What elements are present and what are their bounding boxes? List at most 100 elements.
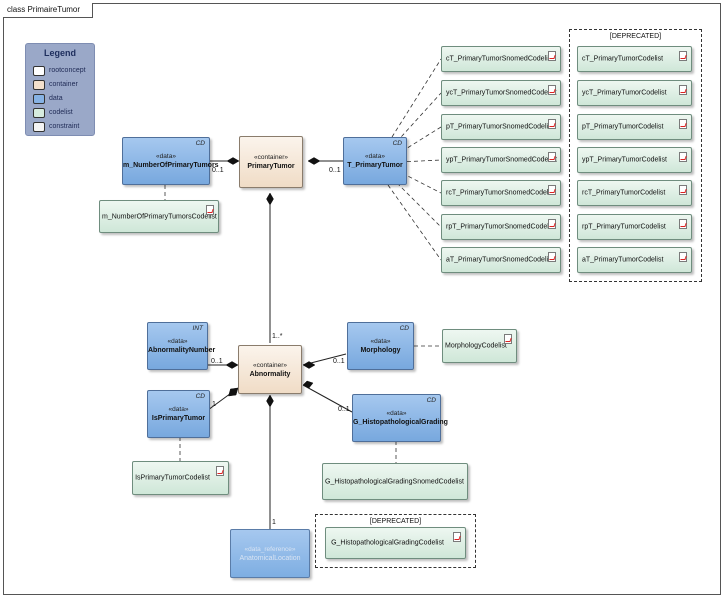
class-morphology[interactable]: CD «data»Morphology: [347, 322, 414, 370]
codelist-name: aT_PrimaryTumorSnomedCodelist: [446, 256, 554, 264]
deprecated-codelist-item[interactable]: ypT_PrimaryTumorCodelist: [577, 147, 692, 173]
codelist-name: G_HistopathologicalGradingSnomedCodelist: [325, 478, 464, 485]
codelist-snomed-item[interactable]: pT_PrimaryTumorSnomedCodelist: [441, 114, 561, 140]
class-name: T_PrimaryTumor: [347, 162, 403, 169]
codelist-name: cT_PrimaryTumorSnomedCodelist: [446, 55, 554, 63]
class-name: m_NumberOfPrimaryTumors: [123, 162, 219, 169]
codelist-morphology[interactable]: MorphologyCodelist: [442, 329, 517, 363]
deprecated-codelist-item[interactable]: rcT_PrimaryTumorCodelist: [577, 180, 692, 206]
document-icon: [679, 51, 687, 61]
codelist-is-primary-tumor[interactable]: IsPrimaryTumorCodelist: [132, 461, 229, 495]
document-icon: [679, 85, 687, 95]
document-icon: [548, 85, 556, 95]
legend: Legend rootconcept container data codeli…: [25, 43, 95, 136]
class-t-primary-tumor[interactable]: CD «data» T_PrimaryTumor: [343, 137, 407, 185]
deprecated-codelist-item[interactable]: ycT_PrimaryTumorCodelist: [577, 80, 692, 106]
codelist-name: rpT_PrimaryTumorSnomedCodelist: [446, 223, 556, 231]
codelist-name: ypT_PrimaryTumorSnomedCodelist: [446, 156, 557, 164]
stereotype-label: «container»: [254, 154, 288, 161]
class-abnormality[interactable]: «container»Abnormality: [238, 345, 302, 394]
deprecated-codelist-item[interactable]: cT_PrimaryTumorCodelist: [577, 46, 692, 72]
composition-diamond: [307, 157, 321, 165]
document-icon: [216, 466, 224, 476]
codelist-name: ypT_PrimaryTumorCodelist: [582, 156, 667, 164]
class-name: IsPrimaryTumor: [151, 415, 206, 422]
type-tag: CD: [399, 325, 409, 332]
legend-label: data: [49, 95, 63, 102]
codelist-name: rpT_PrimaryTumorCodelist: [582, 223, 666, 231]
class-g-histopathological-grading[interactable]: CD «data» G_HistopathologicalGrading: [352, 394, 448, 442]
class-m-number-of-primary-tumors[interactable]: CD «data» m_NumberOfPrimaryTumors: [122, 137, 219, 185]
document-icon: [679, 185, 687, 195]
codelist-m-number[interactable]: m_NumberOfPrimaryTumorsCodelist: [99, 200, 219, 233]
stereotype-label: «data»: [156, 153, 176, 160]
type-tag: CD: [392, 140, 402, 147]
multiplicity-label: 0..1: [211, 358, 223, 365]
stereotype-label: «data»: [370, 338, 391, 345]
stereotype-label: «data»: [167, 338, 188, 345]
composition-diamond: [302, 361, 316, 369]
type-tag: CD: [426, 397, 436, 404]
multiplicity-label: 1..*: [272, 333, 283, 340]
type-tag: CD: [195, 140, 205, 147]
codelist-snomed-item[interactable]: ycT_PrimaryTumorSnomedCodelist: [441, 80, 561, 106]
deprecated-grading-package: [DEPRECATED]: [315, 514, 476, 568]
codelist-g-histo-snomed[interactable]: G_HistopathologicalGradingSnomedCodelist: [322, 463, 468, 500]
deprecated-codelist-item[interactable]: aT_PrimaryTumorCodelist: [577, 247, 692, 273]
document-icon: [548, 119, 556, 129]
document-icon: [548, 252, 556, 262]
codelist-name: rcT_PrimaryTumorCodelist: [582, 189, 666, 197]
multiplicity-label: 1: [272, 519, 276, 526]
class-is-primary-tumor[interactable]: CD «data»IsPrimaryTumor: [147, 390, 210, 438]
codelist-snomed-item[interactable]: cT_PrimaryTumorSnomedCodelist: [441, 46, 561, 72]
legend-swatch: [33, 66, 45, 76]
codelist-name: aT_PrimaryTumorCodelist: [582, 256, 664, 264]
document-icon: [679, 152, 687, 162]
document-icon: [206, 205, 214, 215]
class-anatomical-location[interactable]: «data_reference»AnatomicalLocation: [230, 529, 310, 578]
document-icon: [453, 532, 461, 542]
codelist-name: cT_PrimaryTumorCodelist: [582, 55, 664, 63]
multiplicity-label: 0..1: [338, 406, 350, 413]
legend-label: rootconcept: [49, 67, 86, 74]
frame-title: class PrimaireTumor: [3, 3, 94, 18]
deprecated-label: [DEPRECATED]: [609, 33, 662, 40]
stereotype-label: «data»: [386, 410, 407, 417]
multiplicity-label: 0..1: [333, 358, 345, 365]
codelist-name: m_NumberOfPrimaryTumorsCodelist: [102, 213, 217, 220]
codelist-name: ycT_PrimaryTumorCodelist: [582, 89, 667, 97]
codelist-snomed-item[interactable]: rpT_PrimaryTumorSnomedCodelist: [441, 214, 561, 240]
type-tag: INT: [192, 325, 203, 332]
codelist-name: pT_PrimaryTumorCodelist: [582, 123, 664, 131]
class-name: AnatomicalLocation: [239, 554, 301, 562]
multiplicity-label: 0..1: [329, 167, 341, 174]
class-name: G_HistopathologicalGrading: [353, 419, 448, 426]
deprecated-codelist-item[interactable]: pT_PrimaryTumorCodelist: [577, 114, 692, 140]
document-icon: [679, 119, 687, 129]
class-abnormality-number[interactable]: INT «data»AbnormalityNumber: [147, 322, 215, 370]
document-icon: [679, 219, 687, 229]
document-icon: [548, 51, 556, 61]
codelist-snomed-item[interactable]: aT_PrimaryTumorSnomedCodelist: [441, 247, 561, 273]
codelist-snomed-item[interactable]: rcT_PrimaryTumorSnomedCodelist: [441, 180, 561, 206]
composition-diamond: [226, 157, 240, 165]
codelist-snomed-item[interactable]: ypT_PrimaryTumorSnomedCodelist: [441, 147, 561, 173]
stereotype-label: «data»: [365, 153, 385, 160]
codelist-name: pT_PrimaryTumorSnomedCodelist: [446, 123, 554, 131]
document-icon: [548, 185, 556, 195]
stereotype-label: «container»: [253, 361, 287, 369]
deprecated-grading-codelist[interactable]: G_HistopathologicalGradingCodelist: [325, 527, 466, 559]
stereotype-label: «data_reference»: [244, 545, 296, 553]
composition-diamond: [228, 387, 239, 397]
composition-diamond: [225, 361, 239, 369]
legend-swatch: [33, 94, 45, 104]
codelist-name: ycT_PrimaryTumorSnomedCodelist: [446, 89, 557, 97]
deprecated-codelist-item[interactable]: rpT_PrimaryTumorCodelist: [577, 214, 692, 240]
codelist-name: rcT_PrimaryTumorSnomedCodelist: [446, 189, 556, 197]
document-icon: [504, 334, 512, 344]
class-primary-tumor[interactable]: «container»PrimaryTumor: [239, 136, 303, 188]
composition-diamond: [266, 192, 274, 206]
legend-swatch: [33, 80, 45, 90]
composition-diamond: [302, 380, 314, 389]
